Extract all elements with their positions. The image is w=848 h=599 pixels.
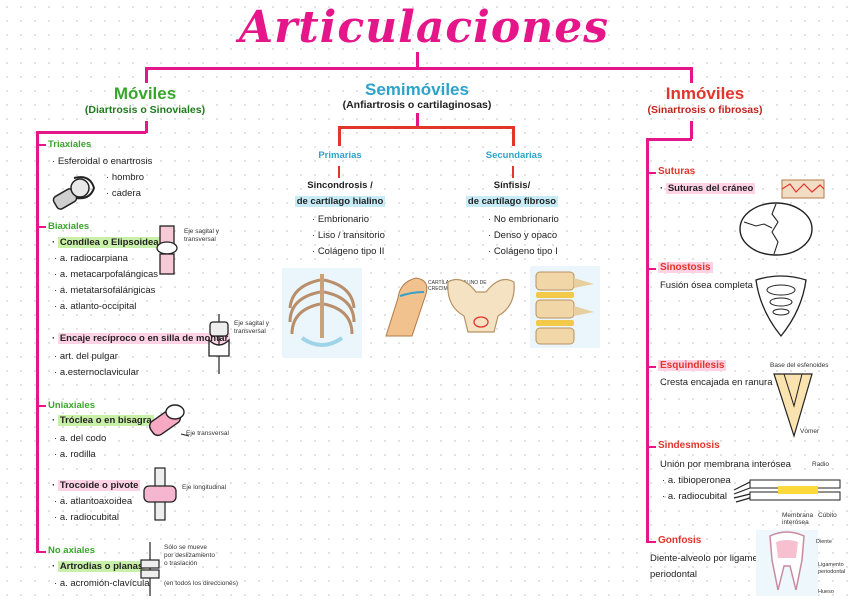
vomer-image	[773, 373, 813, 439]
pelvis-image	[447, 279, 515, 333]
spine-image	[530, 266, 600, 348]
inmoviles-bar	[646, 138, 692, 141]
biaxiales-item: · Condílea o Elipsoidea	[52, 237, 161, 248]
branch-moviles	[145, 67, 148, 83]
secundarias-label: Secundarias	[485, 150, 543, 161]
rib-cage-image	[282, 268, 362, 358]
primarias-item-1: · Embrionario	[312, 214, 370, 225]
condyloid-joint-icon	[156, 225, 178, 275]
biaxiales-axis-note: Eje sagital y transversal	[184, 228, 220, 243]
biaxiales-item-2: · Encaje recíproco o en silla de montar	[52, 333, 231, 344]
growth-cartilage-image	[385, 277, 428, 337]
branch-inmoviles	[690, 67, 693, 83]
triaxiales-example-1: · hombro	[106, 172, 145, 183]
gonfosis-label-ligamento: Ligamento periodontal	[818, 562, 846, 575]
uniaxiales-item: · Tróclea o en bisagra	[52, 415, 154, 426]
sindesmosis-item: Unión por membrana interósea	[660, 459, 791, 470]
primarias-item-2: · Liso / transitorio	[312, 230, 385, 241]
semimoviles-bar	[338, 126, 514, 129]
page-title: Articulaciones	[239, 2, 609, 53]
gonfosis-label: Gonfosis	[658, 535, 702, 546]
inmoviles-heading: Inmóviles	[665, 84, 745, 103]
secundarias-item-3: · Colágeno tipo I	[488, 246, 558, 257]
moviles-heading: Móviles	[113, 84, 177, 103]
gonfosis-label-diente: Diente	[816, 539, 832, 545]
moviles-subtitle: (Diartrosis o Sinoviales)	[84, 104, 206, 116]
primarias-type-1: Sincondrosis /	[307, 180, 373, 191]
biaxiales-axis-note-2: Eje sagital y transversal	[234, 320, 270, 335]
forearm-image	[733, 479, 841, 503]
esquindilesis-item: Cresta encajada en ranura	[660, 377, 773, 388]
pivot-joint-icon	[143, 467, 177, 521]
biaxiales-label: Biaxiales	[48, 221, 90, 232]
hinge-joint-icon	[148, 404, 190, 437]
triaxiales-example-2: · cadera	[106, 188, 141, 199]
suturas-label: Suturas	[658, 166, 696, 177]
moviles-drop	[145, 121, 148, 133]
secundarias-item-1: · No embrionario	[488, 214, 559, 225]
uniaxiales-example-1: · a. del codo	[54, 433, 107, 444]
sindesmosis-label-cubito: Cúbito	[818, 512, 837, 519]
secundarias-item-2: · Denso y opaco	[488, 230, 558, 241]
triaxiales-item: · Esferoidal o enartrosis	[52, 156, 153, 167]
triaxiales-label: Triaxiales	[48, 139, 92, 150]
suturas-item: · Suturas del cráneo	[660, 183, 756, 194]
uniaxiales-axis-note-2: Eje longitudinal	[182, 484, 227, 491]
sindesmosis-example-2: · a. radiocubital	[662, 491, 727, 502]
gonfosis-item-line-1: Diente-alveolo por ligamento	[650, 553, 771, 564]
no-axiales-note-2: (en todos los direcciones)	[164, 580, 239, 587]
sindesmosis-label-radio: Radio	[812, 461, 829, 468]
title-connector	[416, 52, 419, 69]
biaxiales-example-2: · a. metacarpofalángicas	[54, 269, 159, 280]
sindesmosis-label-membrana: Membrana interósea	[782, 512, 814, 526]
skull-image	[739, 202, 813, 256]
biaxiales-example-1: · a. radiocarpiana	[54, 253, 128, 264]
plane-joint-icon	[140, 542, 160, 596]
semimoviles-heading: Semimóviles	[365, 80, 469, 99]
inmoviles-spine	[646, 138, 649, 543]
primarias-item-3: · Colágeno tipo II	[312, 246, 385, 257]
uniaxiales-axis-note: Eje transversal	[186, 430, 229, 437]
tooth-image	[756, 530, 818, 596]
esquindilesis-image-label-top: Base del esfenoides	[770, 362, 829, 369]
uniaxiales-example-2: · a. rodilla	[54, 449, 96, 460]
main-branch-line	[145, 67, 693, 70]
primarias-type-2: de cartílago hialino	[294, 196, 386, 207]
sindesmosis-label: Sindesmosis	[658, 440, 720, 451]
uniaxiales-example2-2: · a. radiocubital	[54, 512, 119, 523]
no-axiales-label: No axiales	[48, 545, 95, 556]
ball-socket-joint-icon	[52, 176, 96, 210]
primarias-label: Primarias	[318, 150, 362, 161]
no-axiales-item: · Artrodias o planas	[52, 561, 146, 572]
uniaxiales-item-2: · Trocoide o pivote	[52, 480, 141, 491]
biaxiales-example2-1: · art. del pulgar	[54, 351, 118, 362]
sacrum-image	[755, 275, 807, 338]
sinostosis-label: Sinostosis	[658, 262, 713, 273]
biaxiales-example2-2: · a.esternoclavicular	[54, 367, 140, 378]
inmoviles-subtitle: (Sinartrosis o fibrosas)	[647, 104, 763, 116]
uniaxiales-example2-1: · a. atlantoaxoidea	[54, 496, 133, 507]
esquindilesis-label: Esquindilesis	[658, 360, 727, 371]
secundarias-type-2: de cartílago fibroso	[465, 196, 559, 207]
biaxiales-example-4: · a. atlanto-occipital	[54, 301, 137, 312]
esquindilesis-image-label-bottom: Vómer	[800, 428, 820, 435]
uniaxiales-label: Uniaxiales	[48, 400, 95, 411]
secundarias-type-1: Sínfisis/	[493, 180, 531, 191]
no-axiales-note: Sólo se mueve por deslizamiento o trasla…	[164, 544, 215, 567]
moviles-spine	[36, 131, 39, 553]
gonfosis-label-hueso: Hueso	[818, 589, 834, 595]
sindesmosis-example-1: · a. tibioperonea	[662, 475, 731, 486]
sinostosis-item: Fusión ósea completa	[660, 280, 753, 291]
saddle-joint-icon	[208, 314, 230, 374]
moviles-bar	[36, 131, 146, 134]
no-axiales-example-1: · a. acromión-clavícula	[54, 578, 150, 589]
suture-detail-image	[781, 179, 825, 199]
biaxiales-example-3: · a. metatarsofalángicas	[54, 285, 156, 296]
semimoviles-subtitle: (Anfiartrosis o cartilaginosas)	[342, 99, 492, 111]
gonfosis-item-line-2: periodontal	[650, 569, 698, 580]
